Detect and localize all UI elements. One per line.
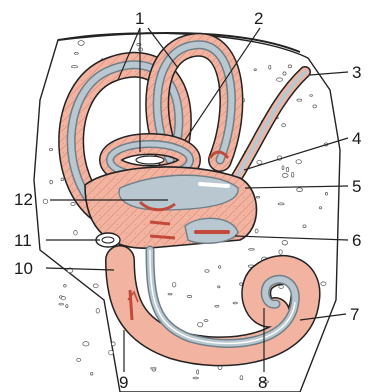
bone-pore [172, 282, 176, 287]
bone-pore [319, 207, 321, 209]
bone-pore [66, 305, 68, 308]
bone-pore [218, 266, 220, 269]
bone-pore [64, 285, 67, 288]
bone-pore [282, 166, 284, 170]
bone-pore [282, 240, 287, 245]
bone-pore [93, 284, 98, 288]
bone-pore [151, 367, 156, 369]
bone-pore [71, 202, 75, 205]
bone-pore [71, 66, 77, 68]
bone-pore [83, 342, 89, 346]
bone-pore [61, 178, 64, 181]
bone-pore [198, 322, 203, 327]
bone-pore [256, 196, 259, 198]
label-3: 3 [352, 64, 361, 81]
bone-pore [279, 285, 284, 288]
label-9: 9 [119, 374, 128, 391]
bone-pore [283, 72, 286, 75]
bone-pore [278, 203, 284, 205]
bone-pore [321, 282, 326, 286]
bone-pore [249, 249, 255, 251]
bone-pore [277, 78, 283, 81]
label-12: 12 [14, 191, 33, 208]
bone-pore [109, 350, 114, 355]
bone-pore [187, 295, 192, 297]
bone-pore [297, 188, 303, 192]
label-10: 10 [14, 260, 33, 277]
label-5: 5 [352, 178, 361, 195]
bone-pore [74, 53, 78, 55]
bone-pore [233, 302, 237, 304]
bone-pore [240, 376, 243, 380]
label-7: 7 [350, 306, 359, 323]
bone-pore [91, 372, 93, 375]
bone-pore [279, 250, 282, 255]
bone-pore [218, 286, 220, 288]
bone-pore [96, 309, 99, 314]
bone-pore [255, 229, 258, 233]
bone-pore [74, 230, 78, 235]
label-8: 8 [258, 374, 267, 391]
bone-pore [313, 105, 317, 108]
label-6: 6 [352, 232, 361, 249]
bone-pore [204, 320, 208, 322]
label-2: 2 [254, 10, 263, 27]
bone-pore [269, 65, 271, 69]
bone-pore [215, 305, 219, 307]
bone-pore [49, 148, 52, 150]
bone-pore [193, 377, 198, 379]
bone-pore [292, 172, 294, 177]
bone-pore [257, 160, 262, 164]
bone-pore [43, 199, 48, 204]
bone-pore [254, 69, 256, 71]
bone-pore [303, 225, 306, 228]
bone-pore [325, 192, 327, 195]
bone-pore [282, 124, 286, 127]
bone-pore [59, 303, 64, 305]
bone-pore [61, 297, 65, 300]
bone-pore [288, 65, 291, 68]
bone-pore [310, 95, 313, 97]
bone-pore [282, 173, 288, 177]
bone-pore [296, 160, 301, 164]
bone-pore [168, 293, 172, 295]
bone-pore [197, 370, 199, 374]
bone-pore [205, 270, 209, 273]
label-11: 11 [14, 232, 32, 249]
bone-pore [78, 41, 84, 46]
label-1: 1 [135, 10, 144, 27]
bone-pore [112, 342, 116, 346]
bone-pore [50, 180, 53, 184]
bone-pore [77, 358, 81, 361]
label-4: 4 [352, 130, 361, 147]
bone-pore [297, 99, 302, 101]
bone-pore [138, 48, 142, 51]
bone-pore [286, 167, 289, 171]
